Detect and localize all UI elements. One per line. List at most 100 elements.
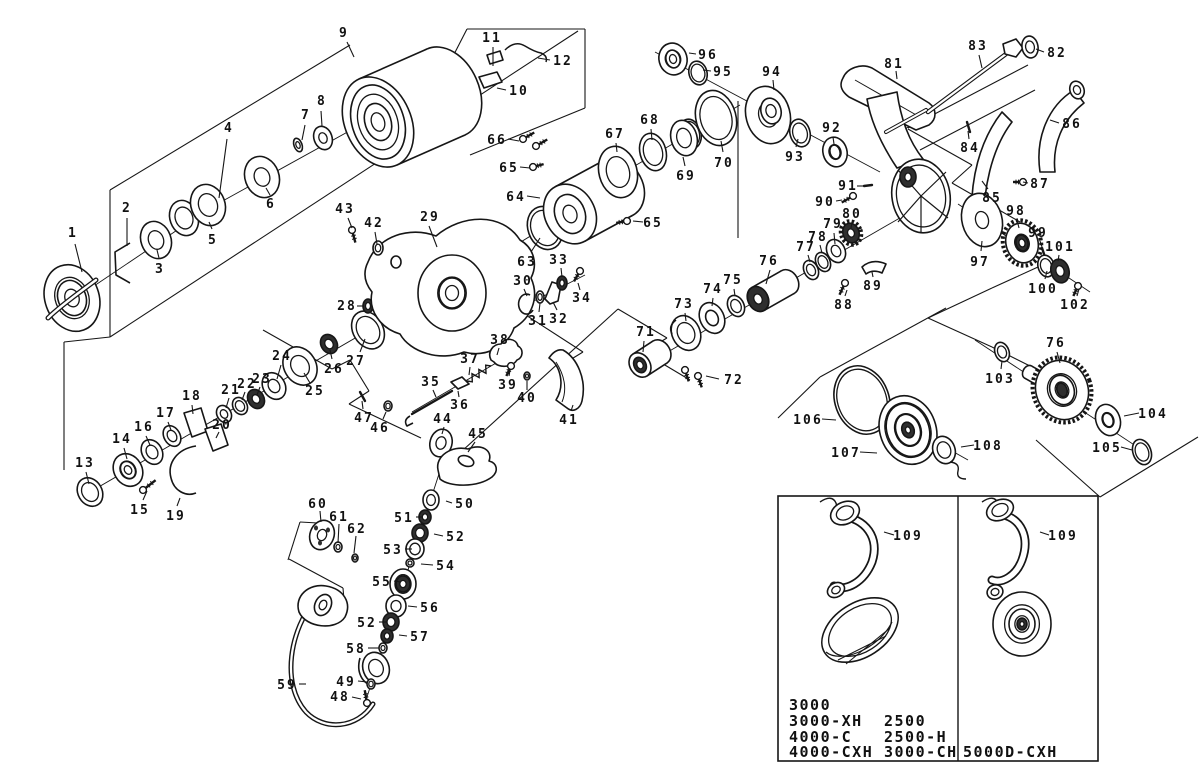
screw-thread — [573, 276, 579, 280]
part-label-47: 47 — [354, 411, 374, 426]
screw-thread — [684, 373, 690, 377]
part-ring — [985, 498, 1015, 522]
part-label-9: 9 — [339, 26, 349, 41]
part-pin — [1040, 246, 1046, 256]
part-label-72: 72 — [724, 373, 744, 388]
part-screw — [615, 216, 632, 226]
spoke — [920, 171, 947, 197]
part-label-16: 16 — [134, 420, 154, 435]
part-ring — [1049, 258, 1071, 284]
part-label-69: 69 — [676, 169, 696, 184]
callout-leader — [346, 41, 355, 58]
part-callouts: 1234567891011121314151617181920212223242… — [68, 26, 1166, 705]
part-label-42: 42 — [364, 216, 384, 231]
callout-leader — [123, 447, 128, 460]
part-ring — [246, 388, 266, 410]
part-pin — [965, 120, 972, 134]
part-pin — [410, 389, 454, 416]
part-ring — [665, 49, 681, 69]
callout-leader — [145, 435, 151, 446]
border-line — [450, 308, 619, 462]
border-line — [63, 336, 111, 343]
part-label-91: 91 — [838, 179, 858, 194]
callout-leader — [320, 110, 323, 127]
part-ring — [670, 314, 702, 352]
part-label-29: 29 — [420, 210, 440, 225]
callout-leader — [733, 288, 736, 297]
callout-leader — [978, 54, 983, 69]
part-outline — [517, 293, 534, 315]
part-screw — [838, 278, 850, 296]
part-pin — [358, 390, 367, 403]
screw-thread — [146, 483, 151, 488]
part-label-70: 70 — [714, 156, 734, 171]
part-label-20: 20 — [212, 418, 232, 433]
part-label-27: 27 — [346, 354, 366, 369]
screw-thread — [1072, 291, 1078, 295]
callout-leader — [420, 563, 434, 566]
callout-leader — [467, 441, 476, 453]
part-label-75: 75 — [723, 273, 743, 288]
callout-leader — [508, 369, 511, 377]
bail-arm-86 — [1038, 89, 1085, 173]
border-line — [349, 359, 370, 392]
part-label-76: 76 — [759, 254, 779, 269]
part-ring — [825, 238, 847, 264]
border-line — [469, 107, 586, 156]
part-ring — [1101, 412, 1115, 428]
model-name: 3000-CH — [884, 743, 958, 761]
callout-leader — [684, 312, 687, 322]
callout-leader — [359, 338, 366, 353]
callout-leader — [967, 130, 970, 140]
part-label-22: 22 — [237, 377, 257, 392]
border-line — [288, 558, 344, 589]
model-name: 2500-H — [884, 728, 947, 746]
part-label-48: 48 — [330, 690, 350, 705]
model-name: 5000D-CXH — [963, 743, 1058, 761]
part-ring — [383, 400, 393, 412]
part-label-79: 79 — [823, 217, 843, 232]
part-outline — [450, 376, 470, 390]
part-ring — [395, 575, 411, 593]
part-ring — [363, 102, 393, 142]
border-line — [617, 308, 668, 339]
part-screw — [572, 266, 585, 282]
part-screw — [518, 131, 535, 144]
part-ring — [900, 421, 916, 439]
part-ring — [788, 118, 812, 148]
callout-leader — [765, 269, 771, 285]
part-label-103: 103 — [985, 372, 1015, 387]
part-label-49: 49 — [336, 675, 356, 690]
part-label-28: 28 — [337, 299, 357, 314]
part-outline — [478, 71, 503, 89]
part-outline — [404, 415, 414, 427]
part-outline — [486, 50, 504, 65]
drive-gear — [1030, 355, 1094, 425]
part-label-24: 24 — [272, 349, 292, 364]
part-ring — [215, 404, 233, 424]
callout-leader — [393, 580, 402, 583]
callout-leader — [432, 389, 437, 398]
callout-leader — [1120, 446, 1133, 451]
callout-leader — [795, 138, 799, 148]
part-ring — [457, 454, 475, 468]
part-outline — [183, 407, 209, 438]
part-outline — [949, 461, 967, 480]
callout-leader — [632, 220, 644, 223]
part-ring — [140, 438, 164, 466]
part-label-17: 17 — [156, 406, 176, 421]
border-line — [919, 89, 1036, 151]
callout-leader — [832, 136, 835, 145]
part-label-106: 106 — [793, 413, 823, 428]
part-label-56: 56 — [420, 601, 440, 616]
part-label-109: 109 — [893, 529, 923, 544]
cyl-edge — [764, 292, 795, 312]
rotor-guard — [548, 349, 584, 411]
part-label-78: 78 — [808, 230, 828, 245]
callout-leader — [374, 231, 378, 245]
part-label-37: 37 — [460, 352, 480, 367]
part-label-96: 96 — [698, 48, 718, 63]
part-label-5: 5 — [208, 233, 218, 248]
part-label-95: 95 — [713, 65, 733, 80]
part-dot — [318, 540, 322, 546]
